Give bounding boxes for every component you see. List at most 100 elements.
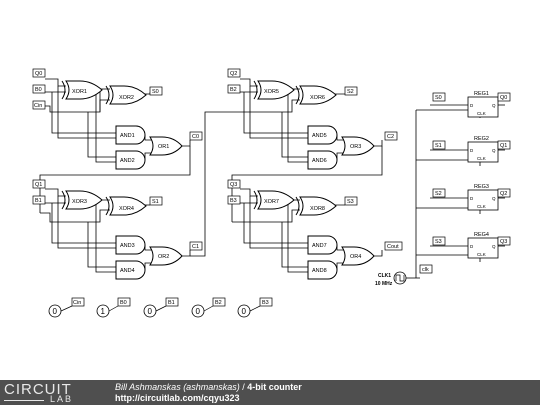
node-c2-text: C2 — [387, 134, 394, 140]
reg3-in: S2 — [435, 191, 442, 197]
credit-separator: / — [239, 382, 248, 392]
reg4-out: Q3 — [500, 239, 507, 245]
reg4-clk: CLK — [477, 252, 486, 257]
node-b0-text: B0 — [35, 87, 42, 93]
node-s3: S3 — [344, 196, 358, 206]
input-toggle-b0[interactable]: 1 B0 — [96, 297, 131, 318]
node-s1-text: S1 — [152, 199, 159, 205]
node-clk: clk — [419, 264, 433, 274]
node-s1: S1 — [149, 196, 163, 206]
gate-xor3-label: XOR3 — [72, 199, 87, 205]
gate-or2-label: OR2 — [158, 254, 169, 260]
gate-xor6-label: XOR6 — [310, 95, 325, 101]
reg2-d: D — [470, 148, 474, 153]
gate-or4-label: OR4 — [350, 254, 361, 260]
node-s0: S0 — [149, 86, 163, 96]
reg4-title: REG4 — [474, 232, 489, 238]
register-reg3: REG3 D Q CLK S2 Q2 — [432, 184, 511, 211]
reg4-q: Q — [492, 244, 496, 249]
node-b3: B3 — [227, 195, 241, 205]
node-q0-text: Q0 — [35, 71, 42, 77]
node-cin-text: Cin — [34, 103, 42, 109]
node-b3-text: B3 — [230, 198, 237, 204]
gate-xor1-label: XOR1 — [72, 89, 87, 95]
gate-xor6: XOR6 — [295, 85, 337, 105]
node-cout-text: Cout — [387, 244, 399, 250]
reg3-title: REG3 — [474, 184, 489, 190]
reg4-in: S3 — [435, 239, 442, 245]
input-b1-value: 0 — [148, 307, 153, 316]
gate-xor1: XOR1 — [61, 80, 103, 100]
node-q2: Q2 — [227, 68, 241, 78]
clock-name: CLK1 — [378, 273, 391, 279]
register-reg1: REG1 D Q CLK S0 Q0 — [432, 91, 511, 118]
input-b3-label: B3 — [262, 300, 269, 306]
register-reg4: REG4 D Q CLK S3 Q3 — [432, 232, 511, 259]
gate-xor8: XOR8 — [295, 196, 337, 216]
input-toggle-cin[interactable]: 0 Cin — [48, 297, 85, 318]
input-b2-value: 0 — [196, 307, 201, 316]
gate-and4-label: AND4 — [120, 268, 135, 274]
input-b3-value: 0 — [242, 307, 247, 316]
gate-xor7: XOR7 — [253, 190, 295, 210]
node-c0-text: C0 — [192, 134, 199, 140]
node-c0: C0 — [189, 131, 203, 141]
gate-xor4-label: XOR4 — [119, 206, 134, 212]
circuit-url[interactable]: http://circuitlab.com/cqyu323 — [115, 393, 240, 403]
node-c2: C2 — [384, 131, 398, 141]
gate-and2-label: AND2 — [120, 158, 135, 164]
gate-and8: AND8 — [307, 260, 338, 280]
reg2-clk: CLK — [477, 156, 486, 161]
reg3-d: D — [470, 196, 474, 201]
reg2-q: Q — [492, 148, 496, 153]
gate-and5: AND5 — [307, 125, 338, 145]
gate-or4: OR4 — [341, 246, 375, 266]
gate-xor2-label: XOR2 — [119, 95, 134, 101]
reg1-title: REG1 — [474, 91, 489, 97]
gate-xor5-label: XOR5 — [264, 89, 279, 95]
reg2-title: REG2 — [474, 136, 489, 142]
logic-inputs: 0 Cin 1 B0 0 B1 0 B2 0 — [48, 297, 273, 318]
node-q1: Q1 — [32, 179, 46, 189]
input-b2-label: B2 — [215, 300, 222, 306]
node-b1: B1 — [32, 195, 46, 205]
reg3-q: Q — [492, 196, 496, 201]
input-toggle-b3[interactable]: 0 B3 — [237, 297, 273, 318]
gate-and6: AND6 — [307, 150, 338, 170]
wires — [39, 78, 505, 279]
reg3-out: Q2 — [500, 191, 507, 197]
reg1-d: D — [470, 103, 474, 108]
input-toggle-b1[interactable]: 0 B1 — [143, 297, 179, 318]
gate-and1-label: AND1 — [120, 133, 135, 139]
gate-or3-label: OR3 — [350, 144, 361, 150]
gates: XOR1 XOR2 AND1 AND2 OR1 XOR3 XOR4 AND3 A… — [61, 80, 375, 280]
gate-or1-label: OR1 — [158, 144, 169, 150]
reg1-in: S0 — [435, 95, 442, 101]
gate-and3-label: AND3 — [120, 243, 135, 249]
node-q3-text: Q3 — [230, 182, 237, 188]
clock-source: CLK1 10 MHz — [375, 271, 407, 287]
circuit-credit: Bill Ashmanskas (ashmanskas) / 4-bit cou… — [115, 382, 302, 392]
gate-xor4: XOR4 — [105, 196, 147, 216]
reg3-clk: CLK — [477, 204, 486, 209]
node-q1-text: Q1 — [35, 182, 42, 188]
gate-and7-label: AND7 — [312, 243, 327, 249]
node-c1: C1 — [189, 241, 203, 251]
node-b1-text: B1 — [35, 198, 42, 204]
node-labels: Q0 B0 Cin S0 C0 Q1 B1 S1 C1 Q2 B2 S2 C2 — [32, 68, 433, 274]
node-b0: B0 — [32, 84, 46, 94]
author-name[interactable]: Bill Ashmanskas (ashmanskas) — [115, 382, 240, 392]
reg4-d: D — [470, 244, 474, 249]
node-clk-text: clk — [422, 267, 429, 273]
gate-xor3: XOR3 — [61, 190, 103, 210]
input-toggle-b2[interactable]: 0 B2 — [191, 297, 226, 318]
node-q2-text: Q2 — [230, 71, 237, 77]
node-cout: Cout — [384, 241, 403, 251]
node-b2-text: B2 — [230, 87, 237, 93]
node-s2: S2 — [344, 86, 358, 96]
reg1-q: Q — [492, 103, 496, 108]
input-b0-value: 1 — [101, 307, 106, 316]
circuit-title[interactable]: 4-bit counter — [247, 382, 302, 392]
gate-xor8-label: XOR8 — [310, 206, 325, 212]
